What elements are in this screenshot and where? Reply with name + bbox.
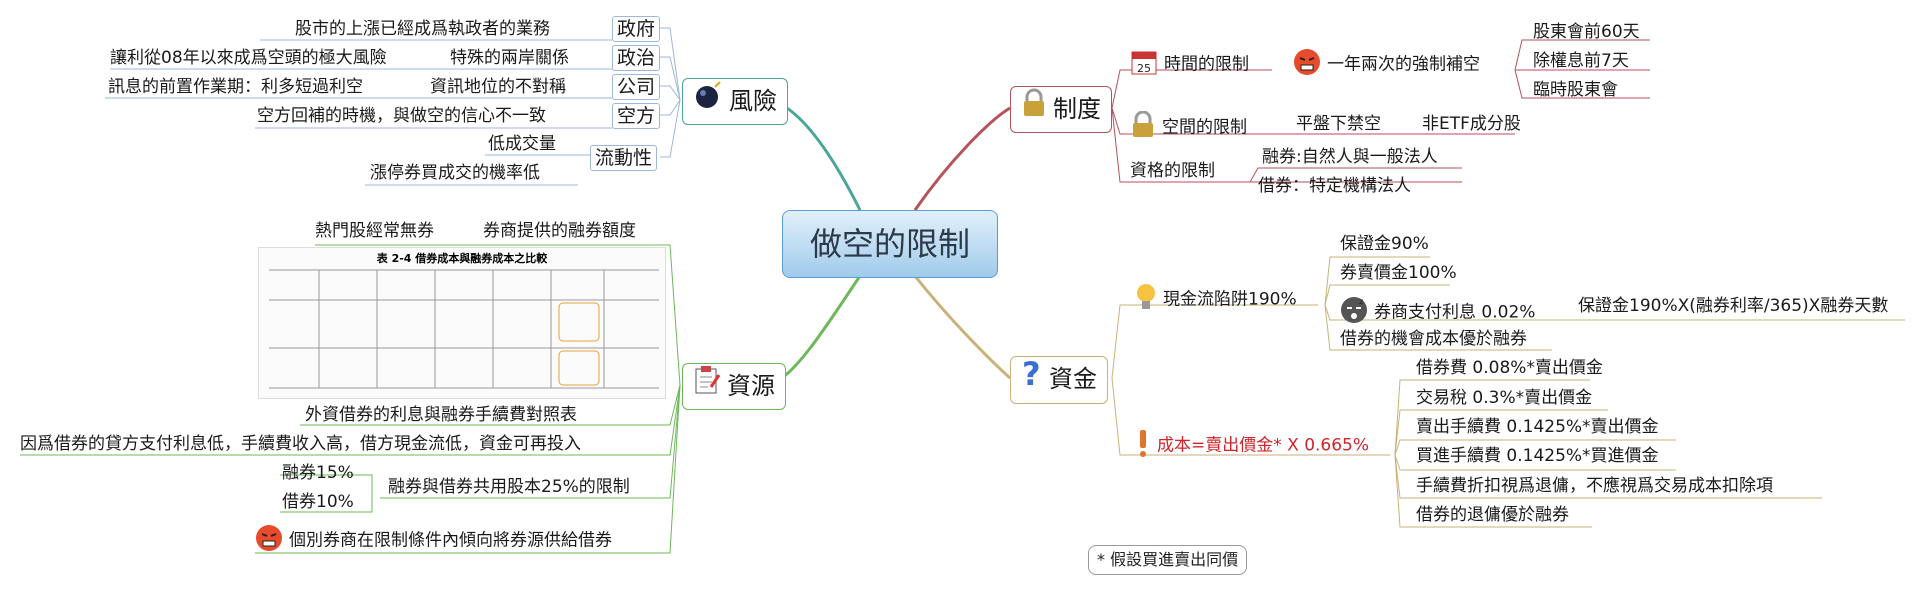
central-topic[interactable]: 做空的限制 <box>782 210 998 278</box>
capital-trap: 現金流陷阱190% <box>1135 282 1297 317</box>
system-qualification: 資格的限制 <box>1130 161 1215 181</box>
branch-capital-label: 資金 <box>1049 365 1097 393</box>
resource-top-mid: 券商提供的融券額度 <box>483 221 636 241</box>
risk-company-mid: 資訊地位的不對稱 <box>430 77 566 97</box>
risk-politics-text: 讓利從08年以來成爲空頭的極大風險 <box>110 48 387 68</box>
resource-broker: 個別券商在限制條件內傾向將券源供給借券 <box>255 524 612 557</box>
svg-text:25: 25 <box>1137 62 1151 75</box>
angry-face-icon <box>255 524 283 557</box>
capital-trap-item-2: z 券商支付利息 0.02% <box>1340 296 1535 329</box>
risk-short-box[interactable]: 空方 <box>612 103 661 129</box>
risk-liquidity-b: 漲停券買成交的機率低 <box>370 163 540 183</box>
risk-company-box[interactable]: 公司 <box>612 74 661 100</box>
branch-risk[interactable]: 風險 <box>682 78 788 125</box>
system-time-item-2: 臨時股東會 <box>1533 80 1618 100</box>
branch-system-label: 制度 <box>1053 95 1101 123</box>
svg-text:?: ? <box>1022 357 1041 389</box>
capital-trap-item-0: 保證金90% <box>1340 234 1429 254</box>
branch-system[interactable]: 制度 <box>1010 86 1112 133</box>
resource-reason: 因爲借券的貸方支付利息低，手續費收入高，借方現金流低，資金可再投入 <box>20 434 581 454</box>
resource-share-a: 融券15% <box>282 463 354 483</box>
padlock-icon <box>1130 110 1156 144</box>
risk-politics-box[interactable]: 政治 <box>612 45 661 71</box>
angry-face-icon <box>1293 48 1321 81</box>
branch-risk-label: 風險 <box>729 87 777 115</box>
footnote: * 假設買進賣出同價 <box>1088 545 1248 575</box>
resource-caption: 外資借券的利息與融券手續費對照表 <box>305 405 577 425</box>
capital-cost-item-1: 交易稅 0.3%*賣出價金 <box>1416 388 1593 408</box>
risk-liquidity-a: 低成交量 <box>488 134 556 154</box>
capital-trap-item-2-label: 券商支付利息 0.02% <box>1374 302 1536 323</box>
system-time: 25 時間的限制 <box>1130 48 1249 81</box>
padlock-icon <box>1021 88 1047 132</box>
bomb-icon <box>693 80 723 124</box>
system-space-label: 空間的限制 <box>1162 117 1247 138</box>
table-title: 表 2-4 借券成本與融券成本之比較 <box>376 252 548 265</box>
branch-capital[interactable]: ? 資金 <box>1010 355 1108 404</box>
risk-gov-text: 股市的上漲已經成爲執政者的業務 <box>295 19 550 39</box>
risk-company-text: 訊息的前置作業期：利多短過利空 <box>108 77 363 97</box>
system-qual-item-0: 融券:自然人與一般法人 <box>1262 147 1438 167</box>
comparison-table-image: 表 2-4 借券成本與融券成本之比較 <box>258 247 666 399</box>
resource-share-b: 借券10% <box>282 492 354 512</box>
risk-gov-box[interactable]: 政府 <box>612 16 661 42</box>
risk-short-text: 空方回補的時機，與做空的信心不一致 <box>257 106 546 126</box>
capital-trap-label: 現金流陷阱190% <box>1163 289 1297 310</box>
capital-cost-item-3: 買進手續費 0.1425%*買進價金 <box>1416 446 1659 466</box>
capital-cost-item-0: 借券費 0.08%*賣出價金 <box>1416 358 1603 378</box>
capital-trap-item-3: 借券的機會成本優於融券 <box>1340 329 1527 349</box>
system-space: 空間的限制 <box>1130 110 1247 144</box>
sleepy-face-icon: z <box>1340 296 1368 329</box>
capital-cost: 成本=賣出價金* X 0.665% <box>1135 428 1369 463</box>
exclamation-icon <box>1135 428 1151 463</box>
capital-cost-item-5: 借券的退傭優於融券 <box>1416 505 1569 525</box>
calendar-icon: 25 <box>1130 48 1158 81</box>
resource-top-text: 熱門股經常無券 <box>315 221 434 241</box>
risk-politics-mid: 特殊的兩岸關係 <box>450 48 569 68</box>
capital-cost-item-2: 賣出手續費 0.1425%*賣出價金 <box>1416 417 1659 437</box>
system-time-label: 時間的限制 <box>1164 54 1249 75</box>
capital-cost-item-4: 手續費折扣視爲退傭，不應視爲交易成本扣除項 <box>1416 476 1773 496</box>
system-time-item-1: 除權息前7天 <box>1533 51 1629 71</box>
capital-trap-item-1: 券賣價金100% <box>1340 263 1457 283</box>
risk-liquidity-box[interactable]: 流動性 <box>590 145 658 171</box>
notepad-icon <box>693 365 721 409</box>
system-space-end: 非ETF成分股 <box>1422 114 1521 134</box>
capital-cost-label: 成本=賣出價金* X 0.665% <box>1157 435 1370 456</box>
system-space-mid: 平盤下禁空 <box>1296 114 1381 134</box>
resource-broker-text: 個別券商在限制條件內傾向將券源供給借券 <box>289 530 612 551</box>
system-time-mid-label: 一年兩次的強制補空 <box>1327 54 1480 75</box>
branch-resource-label: 資源 <box>727 372 775 400</box>
system-qual-item-1: 借券：特定機構法人 <box>1258 176 1411 196</box>
lightbulb-icon <box>1135 282 1157 317</box>
svg-text:z: z <box>1359 297 1363 306</box>
system-time-item-0: 股東會前60天 <box>1533 22 1640 42</box>
capital-interest-formula: 保證金190%X(融券利率/365)X融券天數 <box>1578 296 1889 316</box>
resource-share-mid: 融券與借券共用股本25%的限制 <box>388 477 630 497</box>
question-mark-icon: ? <box>1021 355 1043 403</box>
branch-resource[interactable]: 資源 <box>682 363 786 410</box>
system-time-mid: 一年兩次的強制補空 <box>1293 48 1480 81</box>
